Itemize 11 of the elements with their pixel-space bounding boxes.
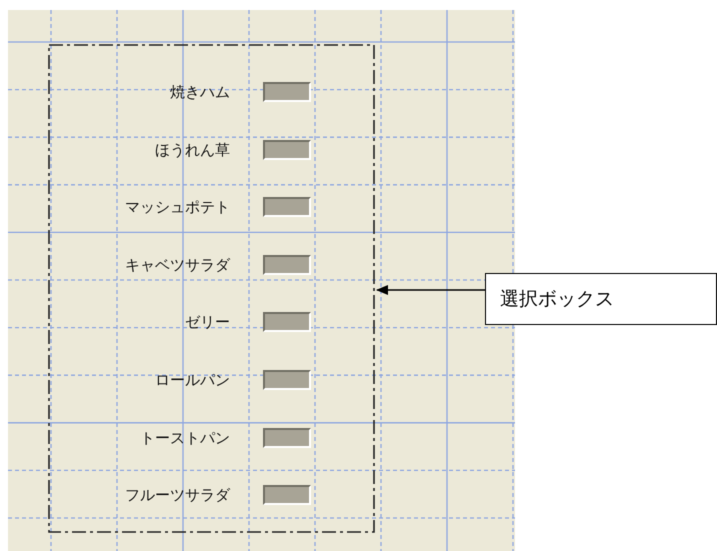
option-label: マッシュポテト (125, 197, 230, 218)
option-label: トーストパン (140, 428, 230, 448)
arrow (376, 285, 485, 295)
option-label: ほうれん草 (155, 140, 230, 160)
option-label: ロールパン (155, 370, 230, 390)
option-label: ゼリー (185, 312, 230, 332)
option-label: キャベツサラダ (125, 254, 230, 275)
callout-box (485, 273, 717, 325)
callout-text: 選択ボックス (500, 287, 614, 312)
option-label: フルーツサラダ (125, 485, 230, 506)
option-label: 焼きハム (170, 82, 230, 102)
